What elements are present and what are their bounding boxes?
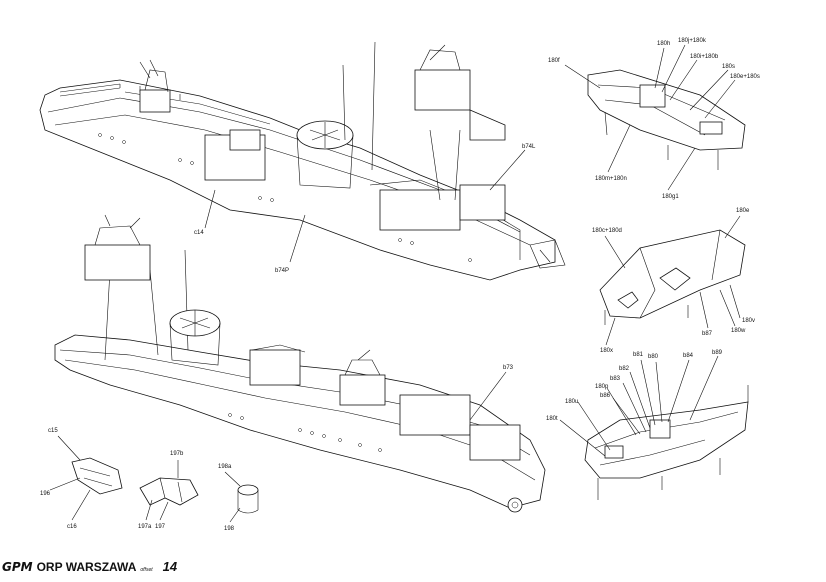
label-b86: b86 [600, 393, 611, 399]
model-subtitle: offset [140, 567, 153, 573]
label-180j: 180j+180k [678, 38, 707, 44]
label-180g: 180g1 [662, 194, 679, 200]
boat-top-hull [587, 69, 746, 151]
boat-mid: 180c+180d 180e 180x b87 180w 180v [592, 208, 755, 354]
label-c14: c14 [194, 230, 204, 236]
label-b84: b84 [683, 353, 694, 359]
ship-upper: c14 b74P b74L [39, 41, 566, 281]
ship-lower: b73 [54, 214, 546, 513]
label-b89: b89 [712, 350, 723, 356]
part-197 [139, 477, 199, 506]
part-196 [71, 457, 123, 495]
publisher-logo: GPM [2, 560, 33, 574]
label-180w: 180w [731, 328, 746, 334]
label-b73: b73 [503, 365, 514, 371]
label-180e: 180e+180s [730, 74, 760, 80]
label-c15: c15 [48, 428, 58, 434]
portholes-lower [228, 413, 382, 452]
small-parts: c15 196 c16 197b 197a 197 198a 198 [40, 428, 259, 532]
boat-bottom-hull [584, 401, 749, 479]
label-180c: 180c+180d [592, 228, 622, 234]
boat-top: 180f 180h 180j+180k 180i+180b 180s 180e+… [548, 38, 760, 200]
label-197: 197 [155, 524, 166, 530]
label-b83: b83 [610, 376, 621, 382]
ship-lower-hull [54, 334, 546, 509]
label-198: 198 [224, 526, 235, 532]
label-c16: c16 [67, 524, 77, 530]
label-b74l: b74L [522, 144, 536, 150]
boat-bottom: b80 b81 b82 b83 b84 b86 b89 180p 180u 18… [546, 350, 749, 500]
label-197a: 197a [138, 524, 152, 530]
label-198a: 198a [218, 464, 232, 470]
model-title: ORP WARSZAWA [36, 560, 137, 574]
label-180h: 180h [657, 41, 670, 47]
label-180i: 180i+180b [690, 54, 719, 60]
label-180x: 180x [600, 348, 613, 354]
label-b82: b82 [619, 366, 630, 372]
label-197b: 197b [170, 451, 184, 457]
part-198 [237, 484, 259, 496]
label-196: 196 [40, 491, 51, 497]
label-180s: 180s [722, 64, 735, 70]
label-180e-mid: 180e [736, 208, 750, 214]
label-b87: b87 [702, 331, 713, 337]
label-b81: b81 [633, 352, 644, 358]
label-180p: 180p [595, 384, 609, 390]
label-180v: 180v [742, 318, 755, 324]
portholes-upper [98, 133, 472, 262]
label-180m: 180m+180n [595, 176, 627, 182]
label-180t: 180t [546, 416, 558, 422]
label-b80: b80 [648, 354, 659, 360]
label-180u: 180u [565, 399, 578, 405]
label-b74p: b74P [275, 268, 289, 274]
page-number: 14 [162, 559, 178, 574]
page-footer: GPM ORP WARSZAWA offset 14 [2, 559, 177, 574]
label-180f: 180f [548, 58, 560, 64]
